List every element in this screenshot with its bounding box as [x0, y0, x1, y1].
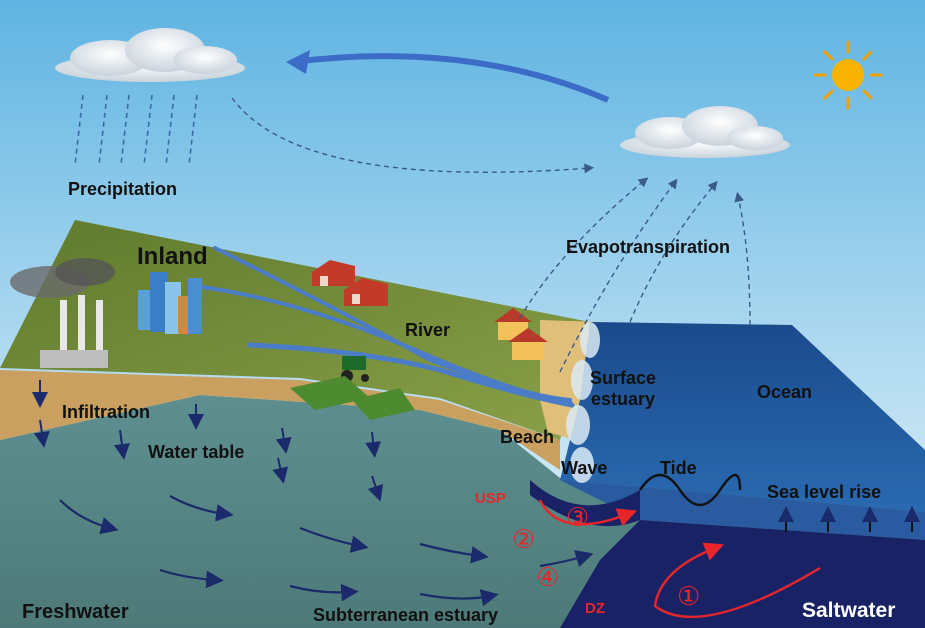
usp-label: USP — [475, 490, 506, 507]
tractor-icon — [341, 356, 369, 382]
house-icon — [494, 308, 548, 360]
ocean-label: Ocean — [757, 382, 813, 402]
surface-estuary-line2: estuary — [591, 388, 656, 409]
infiltration-label: Infiltration — [62, 402, 150, 422]
wave-label: Wave — [561, 458, 608, 478]
saltwater-label: Saltwater — [802, 599, 896, 622]
beach-label: Beach — [500, 427, 555, 447]
marker-four: ④ — [536, 563, 560, 593]
cloud-icon — [55, 28, 245, 82]
rain-lines — [74, 94, 198, 166]
groundwater-flow-arrows — [59, 495, 594, 607]
freshwater-label: Freshwater — [22, 601, 129, 623]
dz-circulation-arrow — [653, 542, 821, 618]
dz-label: DZ — [585, 600, 605, 617]
cloud-icon — [620, 106, 790, 158]
crop-field-icon — [290, 376, 415, 420]
land-surface — [0, 220, 590, 440]
water-table-label: Water table — [148, 442, 245, 462]
marker-one: ① — [677, 582, 701, 612]
sea-level-rise-arrows — [778, 506, 920, 532]
sun-icon — [813, 40, 883, 110]
surface-estuary-label: Surface estuary — [590, 368, 656, 409]
barn-icon — [312, 260, 388, 306]
evapotranspiration-arrows — [519, 177, 751, 373]
factory-icon — [10, 258, 115, 368]
marker-two: ② — [512, 525, 536, 555]
inland-label: Inland — [137, 243, 208, 270]
river-channels — [193, 246, 575, 408]
river-label: River — [405, 320, 451, 340]
vapor-transport-arrow — [291, 53, 610, 103]
marker-three: ③ — [566, 503, 590, 533]
air-flow-arrow — [231, 97, 595, 174]
precipitation-label: Precipitation — [68, 179, 178, 199]
saltwater-zone — [560, 520, 925, 628]
soil-layer — [0, 370, 560, 470]
sea-level-rise-label: Sea level rise — [767, 482, 882, 502]
usp-zone — [530, 480, 640, 527]
usp-circulation-arrow — [538, 499, 637, 527]
wave-foam — [566, 322, 600, 483]
surface-estuary-line1: Surface — [590, 368, 657, 388]
ocean-surface — [560, 322, 925, 512]
evapotranspiration-label: Evapotranspiration — [566, 237, 731, 257]
tide-wave-icon — [639, 473, 742, 507]
vapor-transport-arrowhead — [286, 50, 310, 74]
tide-label: Tide — [660, 458, 697, 478]
ocean-layer — [560, 480, 925, 540]
subterranean-estuary-label: Subterranean estuary — [313, 605, 499, 625]
infiltration-arrows — [32, 380, 384, 502]
city-buildings-icon — [138, 272, 202, 334]
